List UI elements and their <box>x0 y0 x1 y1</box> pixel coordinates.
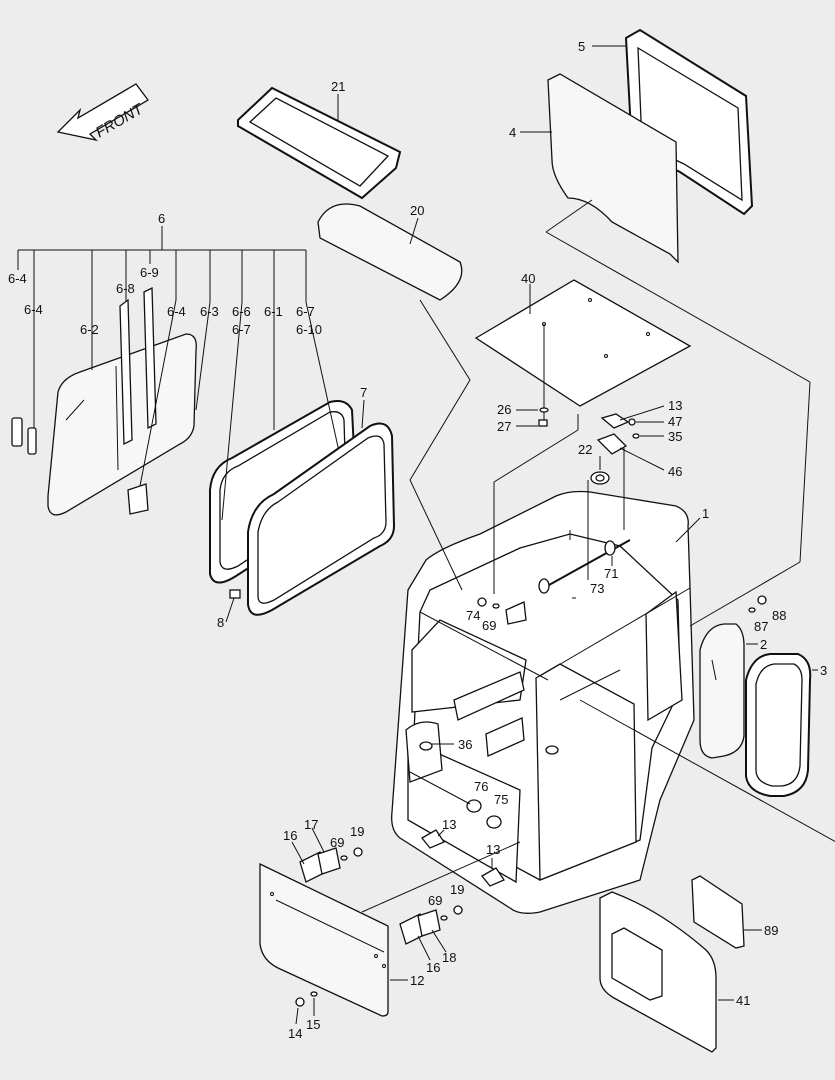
label-87: 87 <box>754 619 768 634</box>
label-74: 74 <box>466 608 480 623</box>
stopper-part-36 <box>419 741 433 751</box>
label-6-7-b: 6-7 <box>296 304 315 319</box>
bracket-part-6-4 <box>11 300 37 455</box>
label-88: 88 <box>772 608 786 623</box>
bracket-part-13-left <box>421 829 445 849</box>
label-75: 75 <box>494 792 508 807</box>
window-seal-part-7 <box>247 422 396 616</box>
screw-part-47 <box>628 418 636 426</box>
label-13-right: 13 <box>486 842 500 857</box>
label-6-4-b: 6-4 <box>24 302 43 317</box>
label-6-7-a: 6-7 <box>232 322 251 337</box>
label-69-c: 69 <box>428 893 442 908</box>
rear-panel-part-41 <box>599 891 717 1053</box>
rail-part-6-9 <box>143 286 157 430</box>
bolt-part-19-lower <box>453 905 463 915</box>
bolt-part-74 <box>477 597 487 607</box>
hinge-part-17 <box>317 847 341 875</box>
bolt-part-14 <box>295 997 305 1007</box>
sliding-door-glass-part-6-2 <box>47 333 197 516</box>
label-20: 20 <box>410 203 424 218</box>
label-13-left: 13 <box>442 817 456 832</box>
bracket-part-13-top <box>600 413 630 429</box>
label-76: 76 <box>474 779 488 794</box>
bushing-part-71 <box>604 540 616 556</box>
roof-glass-part-20 <box>317 203 463 301</box>
grommet-part-22 <box>590 471 610 485</box>
washer-part-69-b <box>340 855 348 861</box>
label-35: 35 <box>668 429 682 444</box>
label-69-a: 69 <box>482 618 496 633</box>
label-3: 3 <box>820 663 827 678</box>
label-41: 41 <box>736 993 750 1008</box>
label-5: 5 <box>578 39 585 54</box>
washer-part-35 <box>632 433 640 439</box>
label-27: 27 <box>497 419 511 434</box>
side-glass-part-2 <box>699 623 745 759</box>
label-7: 7 <box>360 385 367 400</box>
label-26: 26 <box>497 402 511 417</box>
label-22: 22 <box>578 442 592 457</box>
label-6-2: 6-2 <box>80 322 99 337</box>
roof-seal-part-21 <box>237 86 402 200</box>
bushing-part-76 <box>466 799 482 813</box>
bolt-part-88 <box>757 595 767 605</box>
label-1: 1 <box>702 506 709 521</box>
label-19-upper: 19 <box>350 824 364 839</box>
label-89: 89 <box>764 923 778 938</box>
label-8: 8 <box>217 615 224 630</box>
clip-part-8 <box>229 589 241 599</box>
label-15: 15 <box>306 1017 320 1032</box>
bolt-part-19-upper <box>353 847 363 857</box>
label-6-8: 6-8 <box>116 281 135 296</box>
label-6-4-a: 6-4 <box>8 271 27 286</box>
washer-part-15 <box>310 991 318 997</box>
label-47: 47 <box>668 414 682 429</box>
bracket-part-13-right <box>481 867 505 887</box>
label-19-lower: 19 <box>450 882 464 897</box>
bolt-part-27 <box>538 419 548 427</box>
washer-part-69-a <box>492 603 500 609</box>
rear-glass-part-4 <box>547 73 679 264</box>
label-40: 40 <box>521 271 535 286</box>
label-6-4-c: 6-4 <box>167 304 186 319</box>
label-13-top: 13 <box>668 398 682 413</box>
rail-part-6-8 <box>119 280 133 446</box>
hinge-part-18 <box>417 909 441 937</box>
washer-part-26 <box>539 407 549 413</box>
label-6-10: 6-10 <box>296 322 322 337</box>
label-18: 18 <box>442 950 456 965</box>
label-2: 2 <box>760 637 767 652</box>
label-21: 21 <box>331 79 345 94</box>
label-6: 6 <box>158 211 165 226</box>
label-6-3: 6-3 <box>200 304 219 319</box>
label-71: 71 <box>604 566 618 581</box>
front-arrow-icon: FRONT <box>56 83 149 141</box>
label-46: 46 <box>668 464 682 479</box>
label-16-lower: 16 <box>426 960 440 975</box>
label-6-9: 6-9 <box>140 265 159 280</box>
label-4: 4 <box>509 125 516 140</box>
door-glass-part-12 <box>259 862 389 1017</box>
washer-part-87 <box>748 607 756 613</box>
label-12: 12 <box>410 973 424 988</box>
cab-frame-part-1 <box>391 490 695 914</box>
bracket-part-46 <box>596 433 628 455</box>
cover-plate-part-89 <box>691 875 745 949</box>
label-17: 17 <box>304 817 318 832</box>
label-14: 14 <box>288 1026 302 1041</box>
side-seal-part-3 <box>745 653 812 797</box>
label-36: 36 <box>458 737 472 752</box>
washer-part-69-c <box>440 915 448 921</box>
bracket-part-74 <box>505 601 527 625</box>
roof-plate-part-40 <box>474 279 692 407</box>
bushing-part-75 <box>486 815 502 829</box>
rear-window-seal-part-5 <box>624 28 754 216</box>
label-73: 73 <box>590 581 604 596</box>
label-69-b: 69 <box>330 835 344 850</box>
label-16-upper: 16 <box>283 828 297 843</box>
label-6-1: 6-1 <box>264 304 283 319</box>
latch-part-6-4 <box>127 299 177 515</box>
